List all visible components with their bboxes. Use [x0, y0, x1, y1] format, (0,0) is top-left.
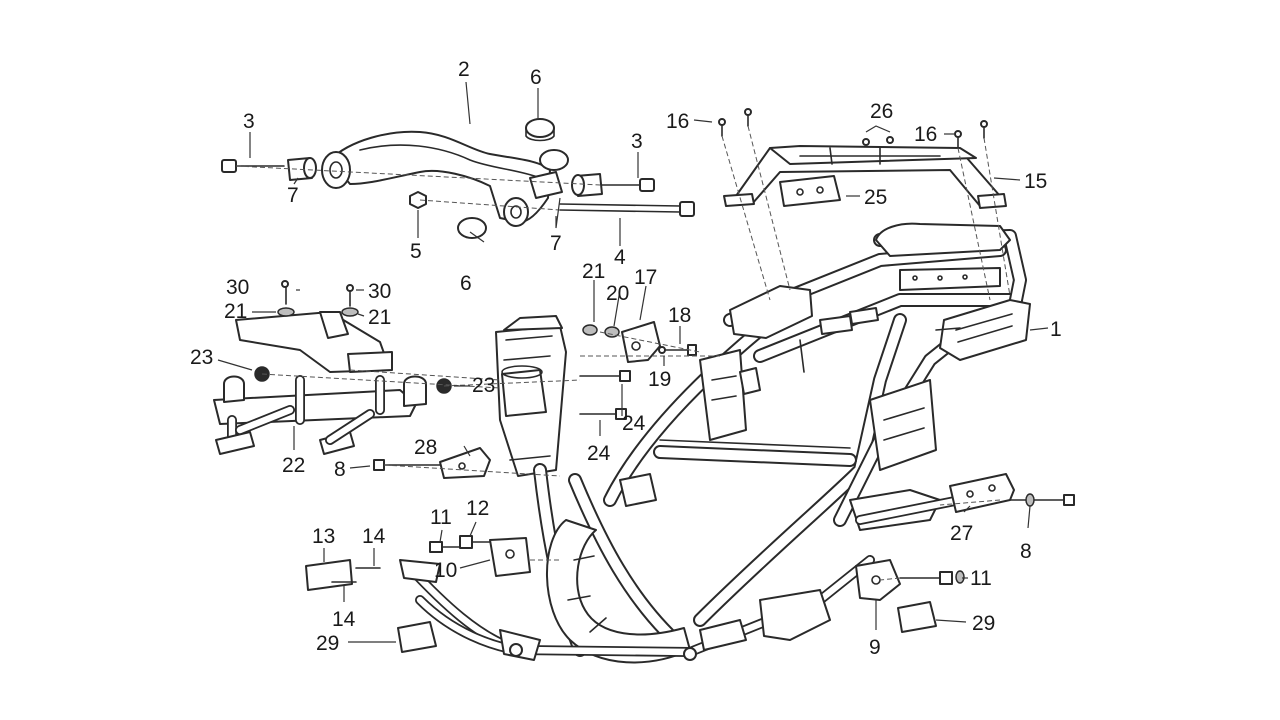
callout-6-top: 6 [530, 66, 542, 89]
bracket-28 [439, 447, 491, 479]
screw-30-left [281, 280, 289, 288]
bracket-10 [489, 537, 531, 577]
bolt-16-c [954, 130, 962, 149]
callout-7-left: 7 [287, 184, 299, 207]
bracket-17 [621, 321, 661, 363]
bushing-7-right [571, 173, 603, 197]
callout-27: 27 [950, 522, 973, 545]
callout-21-right: 21 [368, 306, 391, 329]
callout-8-right: 8 [1020, 540, 1032, 563]
bolt-12 [459, 535, 491, 549]
main-frame [399, 222, 1031, 664]
callout-1: 1 [1050, 318, 1062, 341]
screw-26-left [862, 138, 870, 146]
callout-30-left: 30 [226, 276, 249, 299]
callout-17: 17 [634, 266, 657, 289]
callout-11-right: 11 [970, 567, 992, 590]
callout-23-left: 23 [190, 346, 213, 369]
cap-6-top [525, 118, 555, 142]
washer-21-left [277, 285, 295, 317]
callout-12: 12 [466, 497, 489, 520]
steering-damper [501, 365, 547, 417]
bracket-27 [949, 473, 1015, 513]
callout-8-left: 8 [334, 458, 346, 481]
washer-19 [658, 346, 666, 354]
callout-7-right: 7 [550, 232, 562, 255]
bolt-8-left [373, 459, 441, 471]
callout-16-right: 16 [914, 123, 937, 146]
bolt-16-d [980, 120, 988, 139]
bolt-16-a [718, 118, 726, 137]
callout-5: 5 [410, 240, 422, 263]
callout-24-lower: 24 [587, 442, 611, 465]
bracket-9 [855, 559, 901, 601]
callout-15: 15 [1024, 170, 1047, 193]
callout-22: 22 [282, 454, 305, 477]
bolt-24-lower [579, 408, 627, 420]
washer-21-center [582, 324, 598, 336]
rear-carrier [723, 145, 1007, 209]
callout-4: 4 [614, 246, 626, 269]
callout-14-upper: 14 [362, 525, 386, 548]
callout-19: 19 [648, 368, 671, 391]
bolt-3-left [221, 159, 285, 173]
pad-29-left [397, 621, 437, 653]
bolt-11-right [899, 570, 965, 585]
bracket-25 [779, 175, 841, 207]
callout-20: 20 [606, 282, 629, 305]
callout-30-right: 30 [368, 280, 391, 303]
assembly-lines [235, 125, 1011, 581]
callout-labels: 1 2 3 3 4 5 6 6 7 7 8 8 9 10 11 11 12 13… [190, 58, 1062, 659]
bolt-3-right [599, 178, 655, 192]
callout-9: 9 [869, 636, 881, 659]
bolt-16-b [744, 108, 752, 127]
long-bolt-4 [559, 201, 695, 217]
callout-21-center: 21 [582, 260, 605, 283]
washer-20 [604, 326, 620, 338]
callout-28: 28 [414, 436, 437, 459]
callout-26: 26 [870, 100, 893, 123]
engine-mount-arm [321, 130, 569, 227]
callout-16-left: 16 [666, 110, 689, 133]
callout-18: 18 [668, 304, 691, 327]
callout-10: 10 [434, 559, 457, 582]
callout-29-right: 29 [972, 612, 995, 635]
callout-25: 25 [864, 186, 887, 209]
callout-2: 2 [458, 58, 470, 81]
callout-6-bottom: 6 [460, 272, 472, 295]
pad-29-right [897, 601, 937, 633]
callout-23-right: 23 [472, 374, 495, 397]
leader-lines [217, 81, 1049, 643]
bolt-24-upper [579, 370, 631, 382]
callout-13: 13 [312, 525, 335, 548]
washer-21-right [341, 289, 359, 317]
engine-bracket [213, 311, 427, 455]
callout-24-upper: 24 [622, 412, 646, 435]
callout-3-right: 3 [631, 130, 643, 153]
nut-5 [409, 191, 427, 209]
callout-21-left: 21 [224, 300, 247, 323]
callout-29-left: 29 [316, 632, 339, 655]
callout-3-left: 3 [243, 110, 255, 133]
cap-6-bottom [457, 217, 487, 239]
callout-11-left: 11 [430, 506, 452, 529]
screw-30-right [346, 284, 354, 292]
label-plate-13 [305, 559, 353, 591]
callout-14-lower: 14 [332, 608, 356, 631]
screw-26-right [886, 136, 894, 144]
